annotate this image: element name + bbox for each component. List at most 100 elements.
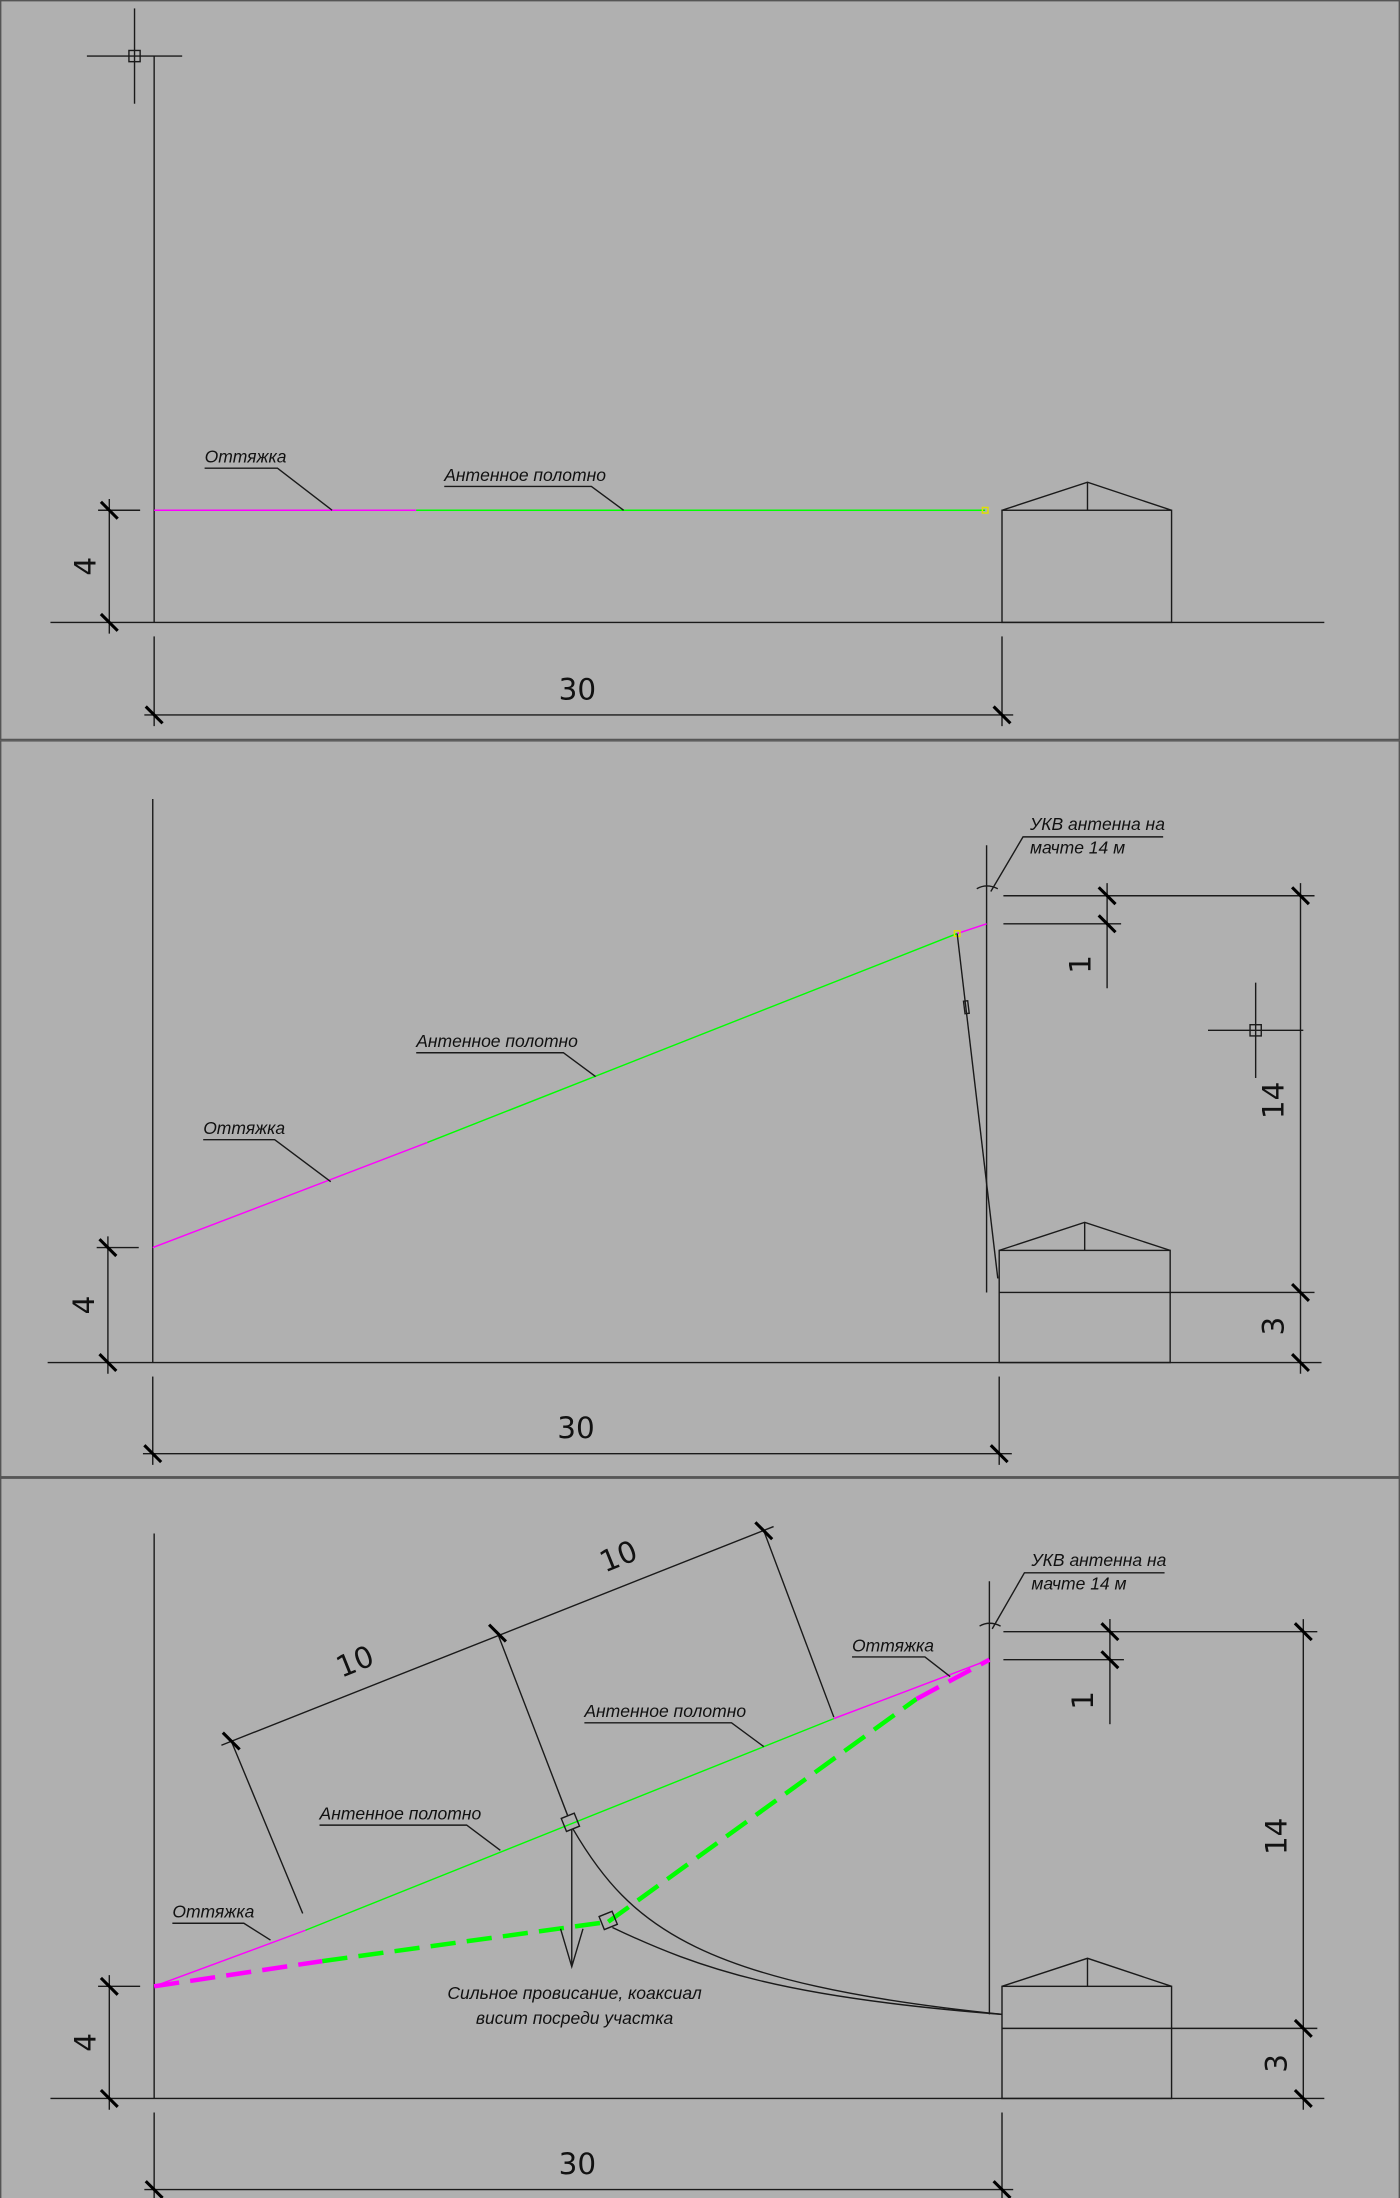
svg-text:Оттяжка: Оттяжка (203, 1118, 285, 1138)
panel-frame (0, 740, 1400, 1478)
dimension-tick (1100, 1622, 1120, 1642)
svg-text:мачте 14 м: мачте 14 м (1031, 1574, 1126, 1594)
crosshair-cursor-icon (86, 8, 183, 104)
svg-text:Оттяжка: Оттяжка (852, 1635, 934, 1655)
panel-3-sagging-antenna: Сильное провисание, коаксиал висит посре… (0, 1477, 1400, 2198)
dimension-tick (98, 1238, 118, 1258)
dimension-tick (98, 1353, 118, 1373)
svg-text:Антенное полотно: Антенное полотно (443, 465, 606, 485)
svg-text:Оттяжка: Оттяжка (205, 447, 287, 467)
svg-text:30: 30 (557, 1411, 594, 1445)
sag-note: Сильное провисание, коаксиал (447, 1983, 701, 2003)
dimension-length: 30 (144, 2112, 1014, 2198)
dimension-tick (992, 2180, 1012, 2198)
guy-wire-left (153, 1929, 306, 1987)
dimension-offset: 1 (1003, 883, 1315, 989)
guy-label-left: Оттяжка (172, 1902, 271, 1941)
antenna-label-right: Антенное полотно (583, 1701, 765, 1748)
dimension-length: 30 (142, 1376, 1012, 1465)
crosshair-cursor-icon (1208, 982, 1304, 1078)
dimension-tick (99, 500, 119, 520)
svg-text:4: 4 (68, 557, 102, 576)
dimension-tick (1293, 2018, 1313, 2038)
guy-wire-sagging-left (153, 1958, 323, 1989)
svg-text:1: 1 (1063, 955, 1097, 974)
dimension-tick (1097, 886, 1117, 906)
svg-text:4: 4 (68, 2033, 102, 2052)
svg-text:30: 30 (559, 672, 596, 706)
svg-text:3: 3 (1259, 2054, 1293, 2073)
sag-arrow-icon (559, 1829, 584, 1970)
guy-label: Оттяжка (203, 1118, 332, 1183)
house (998, 1221, 1171, 1364)
house (1001, 1957, 1173, 2100)
dimension-tick (1100, 1650, 1120, 1670)
panel-1-horizontal-antenna: Оттяжка Антенное полотно 4 30 (0, 0, 1400, 741)
panel-frame (0, 1477, 1400, 2198)
feed-point (981, 506, 989, 514)
dimension-height: 4 (67, 1236, 139, 1374)
antenna-wire-sagging-left (322, 1919, 609, 1964)
svg-text:4: 4 (67, 1296, 101, 1315)
svg-text:Антенное полотно: Антенное полотно (583, 1701, 746, 1721)
antenna-wire-ideal (305, 1717, 835, 1931)
dimension-tick (1293, 1622, 1313, 1642)
vhf-antenna-label: УКВ антенна на мачте 14 м (976, 814, 1165, 892)
svg-text:Оттяжка: Оттяжка (172, 1902, 254, 1922)
dimension-tick (1291, 1282, 1310, 1302)
dimension-height: 4 (68, 1975, 141, 2110)
guy-wire (152, 1141, 428, 1249)
svg-text:мачте 14 м: мачте 14 м (1030, 838, 1125, 858)
dimension-mast: 14 3 (1002, 1619, 1318, 2110)
balun (962, 999, 970, 1015)
dimension-tick (99, 2088, 119, 2108)
dimension-tick (989, 1444, 1009, 1464)
guy-wire-sagging-right (915, 1657, 991, 1701)
svg-text:УКВ антенна на: УКВ антенна на (1029, 814, 1165, 834)
sag-note: висит посреди участка (476, 2008, 674, 2028)
dimension-offset: 1 (1003, 1619, 1318, 1725)
svg-text:1: 1 (1066, 1691, 1100, 1710)
dimension-tick (143, 1444, 163, 1464)
svg-text:14: 14 (1257, 1082, 1291, 1119)
panel-2-sloped-antenna: УКВ антенна на мачте 14 м Антенное полот… (0, 740, 1400, 1478)
antenna-label: Антенное полотно (415, 1031, 597, 1078)
dimension-tick (144, 705, 164, 725)
antenna-wire (427, 932, 958, 1144)
coax-cable-sagging (612, 1926, 1003, 2016)
house (1001, 481, 1173, 624)
antenna-wire-sagging-right (606, 1697, 918, 1924)
dimension-tick (1291, 886, 1310, 906)
dimension-tick (754, 1521, 774, 1541)
dimension-tick (221, 1731, 241, 1751)
dimension-tick (1291, 1353, 1310, 1373)
feed-point-ideal (560, 1812, 581, 1833)
vhf-antenna-label: УКВ антенна на мачте 14 м (979, 1550, 1167, 1630)
guy-label-right: Оттяжка (852, 1635, 951, 1678)
svg-text:14: 14 (1259, 1818, 1293, 1855)
svg-text:3: 3 (1257, 1317, 1291, 1336)
guy-wire-right (833, 1659, 990, 1720)
dimension-height: 4 (68, 499, 141, 634)
coax-cable (956, 933, 999, 1279)
dimension-tick (1293, 2088, 1313, 2108)
svg-text:Антенное полотно: Антенное полотно (319, 1804, 482, 1824)
svg-text:Антенное полотно: Антенное полотно (415, 1031, 578, 1051)
dimension-tick (992, 705, 1012, 725)
svg-text:30: 30 (559, 2147, 596, 2181)
dimension-ticks (98, 500, 1313, 2198)
dimension-length: 30 (144, 636, 1014, 727)
dimension-tick (99, 612, 119, 632)
dimension-tick (144, 2180, 164, 2198)
coax-cable-ideal (572, 1828, 1003, 2016)
antenna-label: Антенное полотно (443, 465, 625, 511)
panel-frame (0, 0, 1400, 741)
dimension-tick (1097, 914, 1117, 934)
guy-wire-top (956, 923, 987, 935)
svg-text:УКВ антенна на: УКВ антенна на (1030, 1550, 1166, 1570)
guy-label: Оттяжка (205, 447, 333, 511)
antenna-label-left: Антенное полотно (319, 1804, 501, 1851)
dimension-tick (99, 1976, 119, 1996)
feed-point-sagging (598, 1910, 619, 1931)
